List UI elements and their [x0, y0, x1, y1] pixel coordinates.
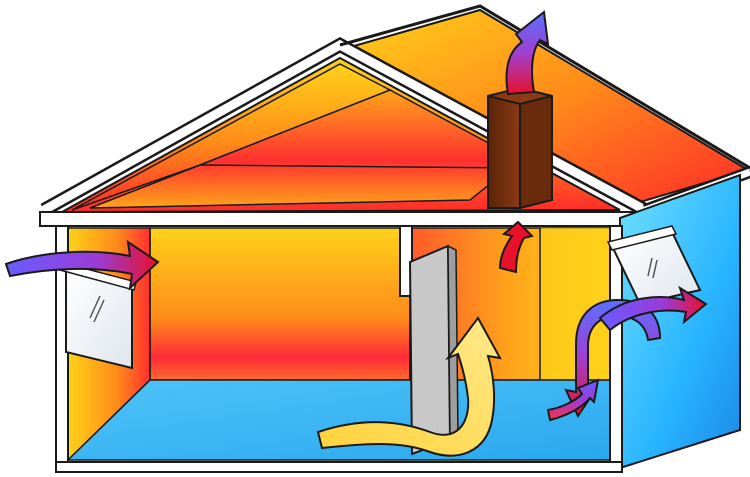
floor — [68, 380, 615, 460]
door-icon — [410, 246, 458, 454]
ceiling-slab — [40, 212, 640, 226]
chimney-icon — [488, 88, 552, 208]
back-wall — [150, 228, 410, 380]
